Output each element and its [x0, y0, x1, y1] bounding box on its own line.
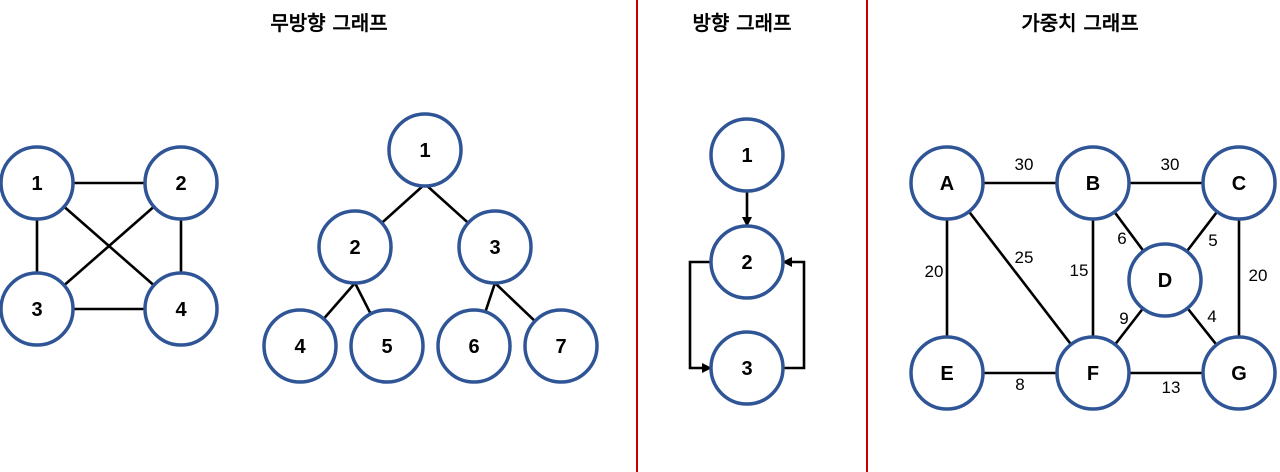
undirected-node-4: 4 [143, 271, 219, 347]
edge-weight-a-f: 25 [1015, 248, 1034, 267]
edge-weight-c-d: 5 [1208, 231, 1217, 250]
edge-weight-a-e: 20 [925, 262, 944, 281]
node-label: B [1086, 173, 1100, 195]
node-circle [1055, 145, 1131, 221]
directed-edge-2-3 [688, 260, 712, 373]
node-label: 3 [741, 358, 752, 380]
undirected-edge-2-3 [61, 204, 157, 288]
directed-graph-title: 방향 그래프 [693, 11, 792, 35]
node-circle [387, 112, 463, 188]
edge-weight-f-g: 13 [1162, 378, 1181, 397]
weighted-node-b: B [1055, 145, 1131, 221]
edge-weight-b-d: 6 [1117, 229, 1126, 248]
node-circle [457, 209, 533, 285]
node-label: A [940, 173, 954, 195]
weighted-edge-b-d [1112, 209, 1146, 254]
tree-node-1: 1 [387, 112, 463, 188]
nodes-layer: 1 2 3 4 1 2 3 4 5 6 7 1 2 3 A B C D E F G [0, 112, 1277, 411]
node-label: 2 [741, 252, 752, 274]
node-label: 1 [31, 173, 42, 195]
tree-edge-2-5 [353, 282, 374, 318]
node-label: D [1158, 270, 1172, 292]
tree-node-4: 4 [262, 308, 338, 384]
node-circle [0, 145, 75, 221]
node-label: E [940, 363, 953, 385]
node-circle [709, 117, 785, 193]
node-label: 7 [555, 336, 566, 358]
node-label: 4 [175, 299, 187, 321]
node-circle [143, 271, 219, 347]
edge-weight-b-c: 30 [1161, 155, 1180, 174]
tree-node-3: 3 [457, 209, 533, 285]
weighted-edge-d-f [1112, 306, 1146, 347]
weighted-edge-d-g [1185, 305, 1219, 348]
edge-weight-d-g: 4 [1207, 307, 1216, 326]
node-circle [1055, 335, 1131, 411]
node-label: 1 [419, 140, 430, 162]
node-label: 2 [349, 237, 360, 259]
directed-edge-3-2 [782, 257, 806, 370]
undirected-node-1: 1 [0, 145, 75, 221]
weighted-node-a: A [909, 145, 985, 221]
node-circle [1201, 145, 1277, 221]
directed-node-3: 3 [709, 330, 785, 406]
tree-edge-1-3 [424, 183, 472, 226]
undirected-node-2: 2 [143, 145, 219, 221]
tree-node-2: 2 [317, 209, 393, 285]
node-circle [143, 145, 219, 221]
undirected-node-3: 3 [0, 271, 75, 347]
node-circle [436, 308, 512, 384]
tree-node-7: 7 [523, 308, 599, 384]
edge-weight-d-f: 9 [1119, 309, 1128, 328]
node-label: 3 [489, 237, 500, 259]
node-circle [0, 271, 75, 347]
node-label: 5 [381, 336, 392, 358]
node-label: 4 [294, 336, 306, 358]
node-label: G [1231, 363, 1247, 385]
node-label: F [1087, 363, 1099, 385]
tree-edge-3-7 [494, 282, 539, 325]
node-circle [1201, 335, 1277, 411]
node-circle [523, 308, 599, 384]
node-circle [349, 308, 425, 384]
weighted-edge-a-f [966, 209, 1074, 347]
directed-node-1: 1 [709, 117, 785, 193]
node-circle [1127, 242, 1203, 318]
node-circle [909, 145, 985, 221]
tree-node-6: 6 [436, 308, 512, 384]
node-label: C [1232, 173, 1246, 195]
node-circle [709, 224, 785, 300]
node-circle [909, 335, 985, 411]
weighted-graph-title: 가중치 그래프 [1021, 11, 1138, 35]
edge-weight-b-f: 15 [1070, 261, 1089, 280]
edge-weight-e-f: 8 [1015, 375, 1024, 394]
node-label: 3 [31, 299, 42, 321]
weighted-node-c: C [1201, 145, 1277, 221]
node-label: 2 [175, 173, 186, 195]
weighted-node-g: G [1201, 335, 1277, 411]
edge-weight-c-g: 20 [1249, 266, 1268, 285]
node-circle [262, 308, 338, 384]
weighted-edge-c-d [1184, 209, 1220, 254]
node-label: 1 [741, 145, 752, 167]
node-label: 6 [468, 336, 479, 358]
directed-node-2: 2 [709, 224, 785, 300]
weighted-node-e: E [909, 335, 985, 411]
tree-node-5: 5 [349, 308, 425, 384]
weighted-node-d: D [1127, 242, 1203, 318]
node-circle [709, 330, 785, 406]
tree-edge-1-2 [378, 183, 426, 226]
weight-labels-layer: 30 30 20 25 15 6 5 20 9 4 8 13 [925, 155, 1268, 397]
undirected-graph-title: 무방향 그래프 [270, 11, 387, 35]
node-circle [317, 209, 393, 285]
tree-edge-2-4 [320, 282, 356, 322]
edges-layer [35, 181, 1241, 375]
tree-edge-3-6 [483, 282, 497, 316]
weighted-node-f: F [1055, 335, 1131, 411]
edge-weight-a-b: 30 [1015, 155, 1034, 174]
